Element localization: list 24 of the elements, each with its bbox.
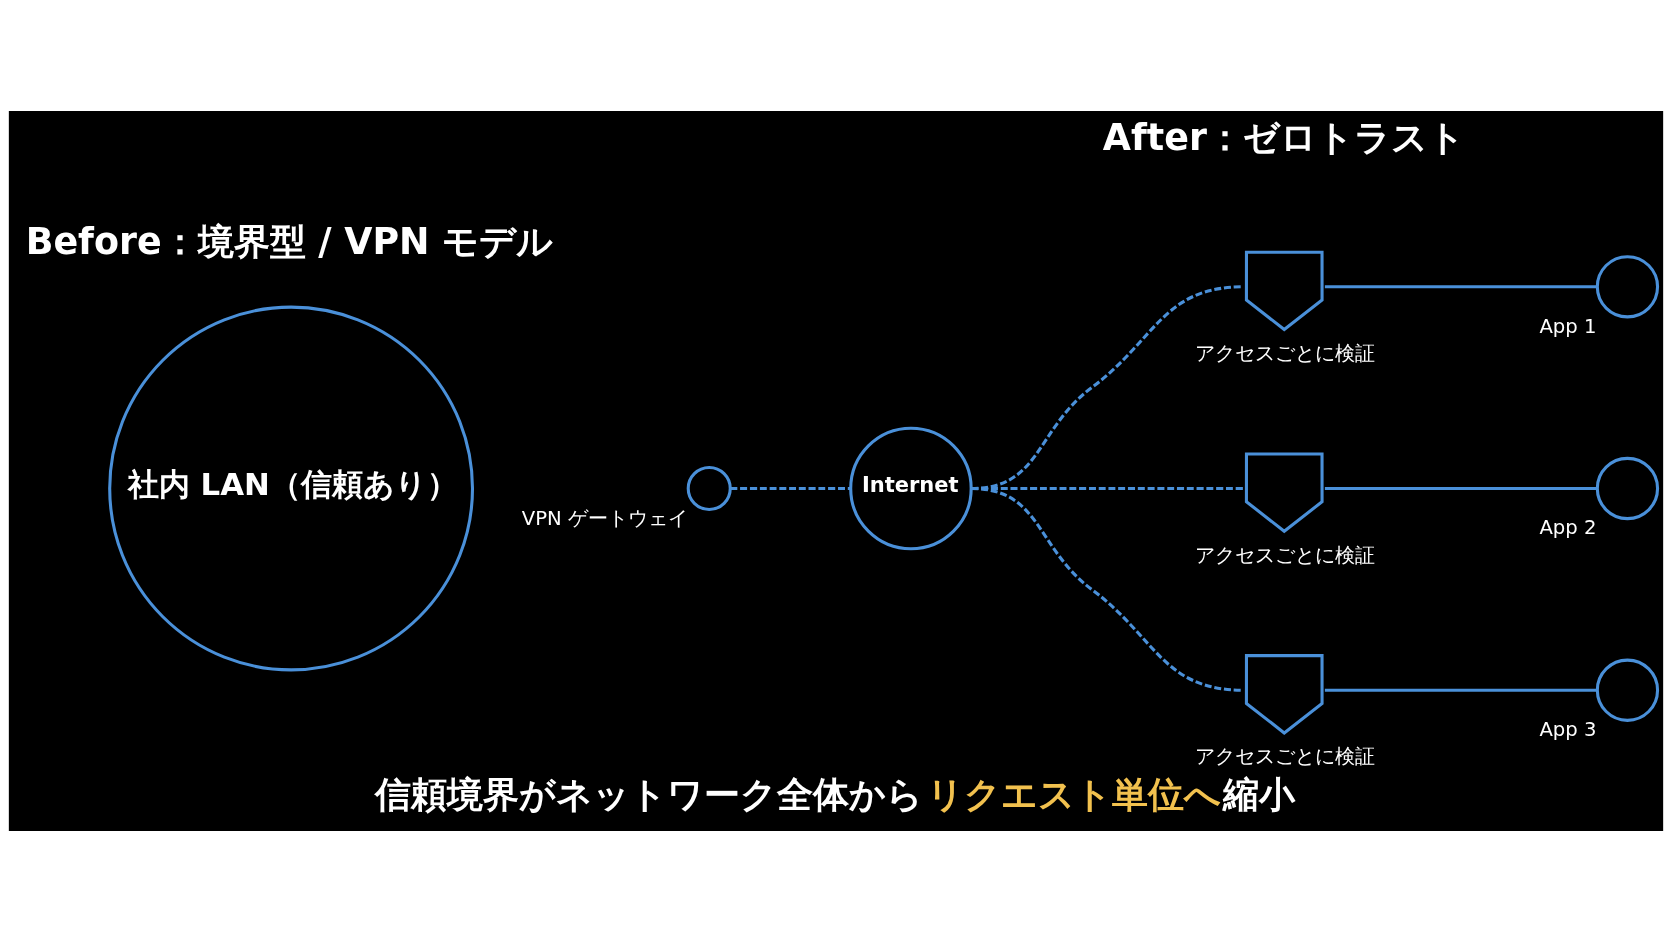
label: After：ゼロトラスト (1102, 115, 1465, 159)
caption: 信頼境界がネットワーク全体からリクエスト単位へ縮小 (375, 772, 1295, 816)
node-label: アクセスごとに検証 (1194, 744, 1375, 768)
connector (1324, 486, 1598, 490)
node-shield (1244, 451, 1324, 533)
connector (730, 486, 851, 490)
node-shield (1244, 250, 1324, 331)
node-circle (1595, 456, 1660, 520)
connector (1324, 688, 1598, 692)
node-label: App 3 (1539, 717, 1597, 741)
node-circle: Internet (849, 426, 973, 550)
connector (1324, 284, 1598, 288)
node-label: アクセスごとに検証 (1194, 543, 1375, 567)
label: Before：境界型 / VPN モデル (25, 219, 554, 263)
connector (971, 486, 1244, 692)
node-circle: 社内 LAN（信頼あり） (108, 305, 475, 671)
node-label: App 2 (1539, 515, 1597, 539)
node-label: VPN ゲートウェイ (521, 506, 688, 530)
node-shield (1244, 653, 1324, 735)
node-label: アクセスごとに検証 (1194, 341, 1375, 365)
node-circle (1595, 254, 1660, 318)
node-circle (1595, 658, 1660, 722)
node-label: App 1 (1539, 314, 1597, 338)
node-circle (686, 465, 732, 511)
